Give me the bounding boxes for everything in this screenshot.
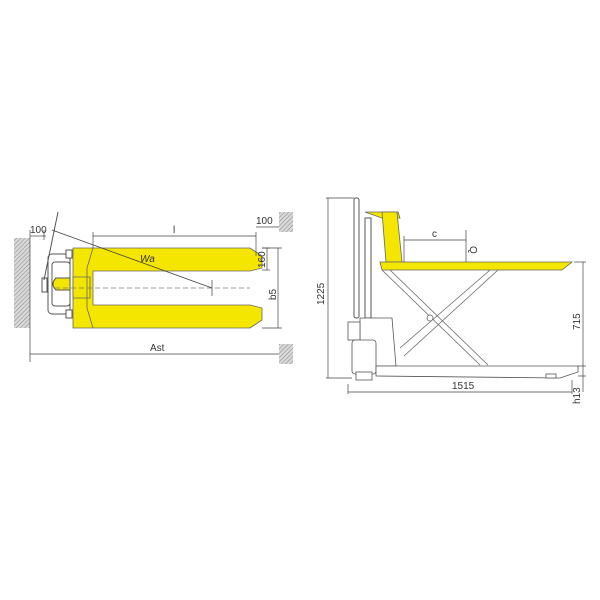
- base-fork: [375, 365, 579, 379]
- label-fork-length: l: [173, 225, 175, 236]
- label-load-height: Q: [467, 246, 478, 254]
- pump-body: [347, 317, 397, 381]
- right-wall-bottom: [279, 344, 293, 364]
- label-aisle-width: Ast: [150, 343, 165, 354]
- forks: [72, 247, 263, 329]
- side-view: 1225 c Q 715 h13 1515: [316, 197, 586, 404]
- handle-line: [43, 211, 59, 281]
- label-clearance-left: 100: [30, 225, 47, 236]
- label-clearance-right: 100: [256, 216, 273, 227]
- label-lowered-height: h13: [572, 387, 583, 404]
- lift-deck: [364, 211, 574, 271]
- label-overall-length: 1515: [452, 381, 475, 392]
- tiller-handle: [353, 197, 372, 319]
- label-load-center: c: [432, 229, 437, 240]
- drive-unit: [41, 249, 73, 319]
- label-wa: Wa: [140, 254, 155, 265]
- label-fork-width: 160: [257, 251, 268, 268]
- turning-radius-line: [51, 229, 213, 289]
- label-outer-width: b5: [268, 288, 279, 300]
- left-wall: [14, 238, 30, 328]
- label-lift-height: 715: [572, 313, 583, 330]
- top-view: Wa 100 l 100 160 b5 Ast: [14, 211, 293, 364]
- label-handle-height: 1225: [316, 282, 327, 305]
- right-wall-top: [279, 212, 293, 232]
- scissor-mechanism: [381, 269, 499, 366]
